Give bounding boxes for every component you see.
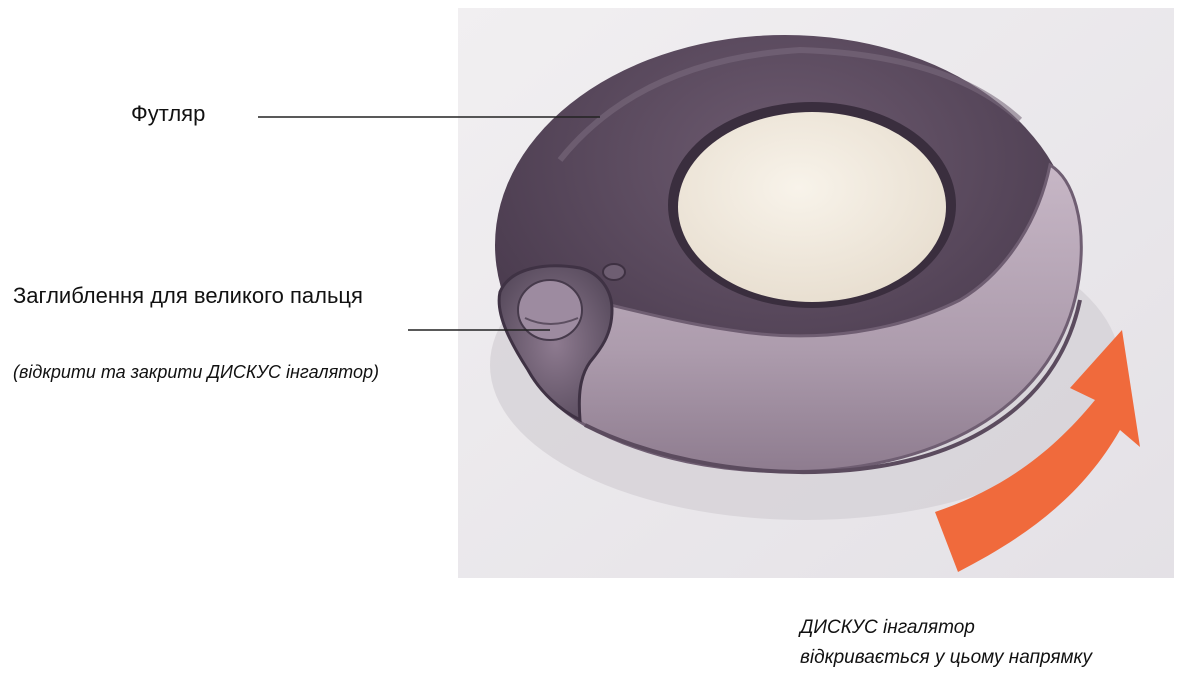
inhaler-window [678,112,946,302]
direction-caption-line1: ДИСКУС інгалятор [800,613,1092,643]
thumb-grip-recess [518,280,582,340]
direction-caption: ДИСКУС інгалятор відкривається у цьому н… [800,613,1092,673]
mouthpiece-hole [603,264,625,280]
case-label: Футляр [131,101,205,127]
thumb-grip-note: (відкрити та закрити ДИСКУС інгалятор) [13,358,413,386]
thumb-grip-label: Заглиблення для великого пальця [13,281,393,311]
direction-caption-line2: відкривається у цьому напрямку [800,643,1092,673]
